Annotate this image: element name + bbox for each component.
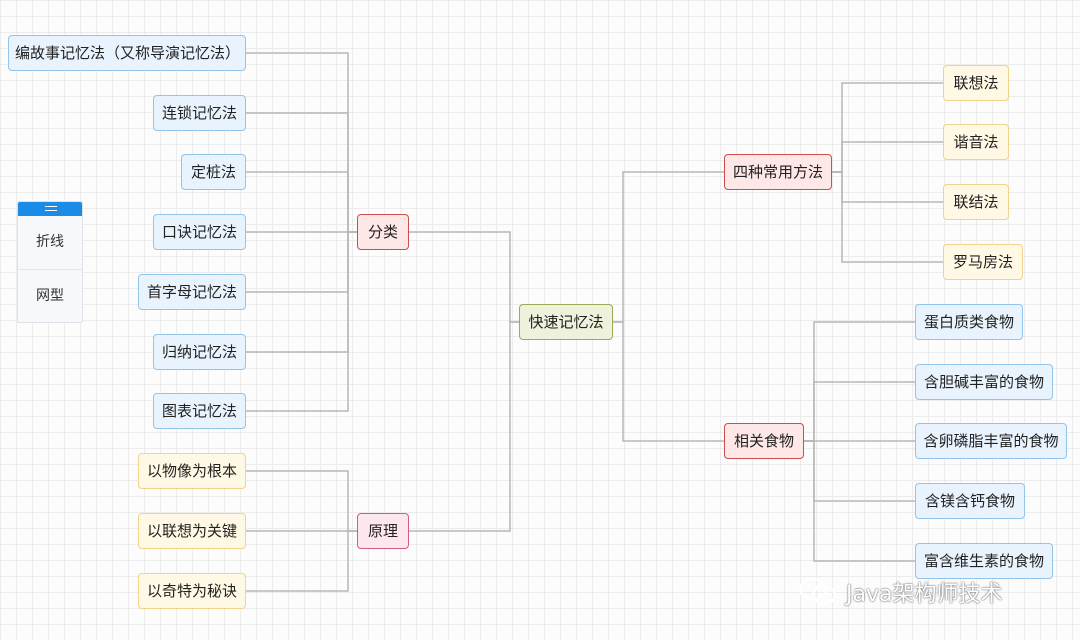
node-association-key[interactable]: 以联想为关键 [138, 513, 246, 549]
node-induction-memory[interactable]: 归纳记忆法 [153, 334, 246, 370]
node-magnesium-calcium-food[interactable]: 含镁含钙食物 [915, 483, 1025, 519]
edge-classify-1 [246, 52, 357, 233]
edge-foods-5 [804, 440, 915, 562]
branch-classify[interactable]: 分类 [357, 214, 409, 250]
edge-foods-4 [804, 440, 915, 502]
edge-root-principle [408, 321, 519, 532]
node-oddity-secret[interactable]: 以奇特为秘诀 [138, 573, 246, 609]
node-rhyme-memory[interactable]: 口诀记忆法 [153, 214, 246, 250]
edge-methods-4 [832, 171, 943, 263]
node-homophone-method[interactable]: 谐音法 [943, 124, 1009, 160]
root-node[interactable]: 快速记忆法 [519, 304, 613, 340]
edge-principle-1 [246, 470, 357, 532]
branch-foods[interactable]: 相关食物 [724, 423, 804, 459]
node-choline-food[interactable]: 含胆碱丰富的食物 [915, 364, 1053, 400]
node-peg-method[interactable]: 定桩法 [181, 154, 246, 190]
edge-root-methods [613, 171, 724, 323]
node-image-basis[interactable]: 以物像为根本 [138, 453, 246, 489]
edge-classify-5 [246, 231, 357, 293]
node-roman-room-method[interactable]: 罗马房法 [943, 244, 1023, 280]
edge-principle-3 [246, 530, 357, 592]
edge-root-classify [408, 231, 519, 323]
node-protein-food[interactable]: 蛋白质类食物 [915, 304, 1023, 340]
menu-icon [45, 206, 57, 211]
edge-root-foods [613, 321, 724, 442]
node-story-memory[interactable]: 编故事记忆法（又称导演记忆法） [8, 35, 246, 71]
watermark-text: Java架构师技术 [846, 582, 1003, 607]
branch-methods[interactable]: 四种常用方法 [724, 154, 832, 190]
edge-classify-7 [246, 231, 357, 412]
node-initial-memory[interactable]: 首字母记忆法 [138, 274, 246, 310]
layout-option-polyline[interactable]: 折线 [36, 234, 64, 250]
edge-methods-1 [832, 82, 943, 173]
layout-option-network[interactable]: 网型 [18, 269, 82, 323]
node-association-method[interactable]: 联想法 [943, 65, 1009, 101]
wechat-icon [798, 577, 837, 605]
node-vitamin-food[interactable]: 富含维生素的食物 [915, 543, 1053, 579]
node-chain-memory[interactable]: 连锁记忆法 [153, 95, 246, 131]
branch-principle[interactable]: 原理 [357, 513, 409, 549]
node-linking-method[interactable]: 联结法 [943, 184, 1009, 220]
edge-foods-2 [804, 381, 915, 442]
edge-classify-3 [246, 171, 357, 233]
layout-switch-panel: 折线 网型 [17, 201, 83, 323]
panel-drag-handle[interactable] [18, 202, 82, 216]
watermark: Java架构师技术 [798, 576, 1002, 608]
edge-methods-3 [832, 171, 943, 203]
node-chart-memory[interactable]: 图表记忆法 [153, 393, 246, 429]
edge-methods-2 [832, 141, 943, 173]
node-lecithin-food[interactable]: 含卵磷脂丰富的食物 [915, 423, 1067, 459]
